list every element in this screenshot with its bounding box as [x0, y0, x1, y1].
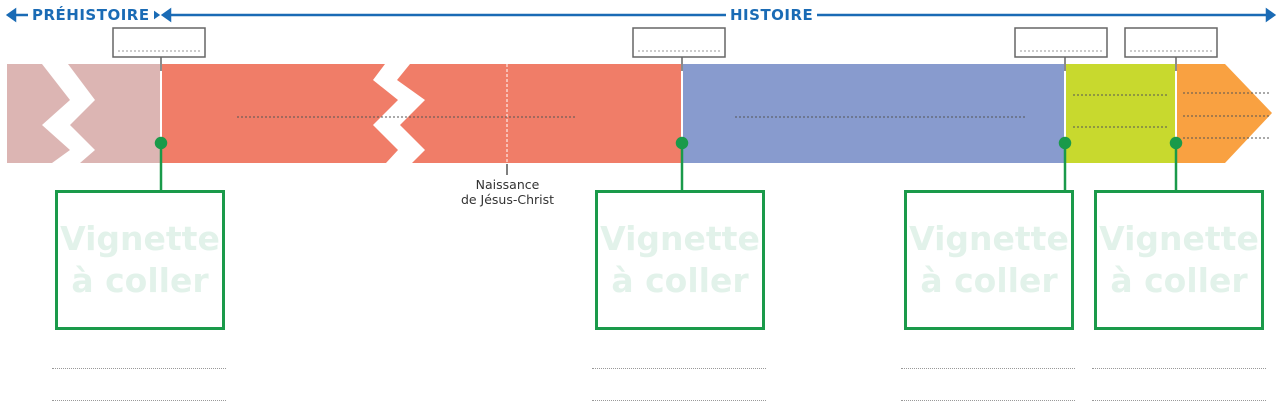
writing-line[interactable]: [901, 368, 1075, 369]
date-boxes: [112, 27, 1218, 58]
era-label-histoire: HISTOIRE: [726, 6, 818, 24]
marker-line2: de Jésus-Christ: [460, 192, 555, 207]
vignette-text: Vignette: [1099, 219, 1259, 258]
period-moyen-age: [682, 64, 1065, 163]
zigzag-gap: [42, 64, 95, 163]
band-writing-lines: [237, 92, 1270, 139]
vignette-box[interactable]: Vignette à coller: [595, 190, 765, 330]
vignette-text: à coller: [920, 261, 1058, 300]
writing-line[interactable]: [52, 400, 226, 401]
period-temps-modernes: [1065, 64, 1176, 163]
marker-line1: Naissance: [475, 177, 540, 192]
vignette-box[interactable]: Vignette à coller: [55, 190, 225, 330]
era-label-prehistoire: PRÉHISTOIRE: [28, 6, 154, 24]
vignette-text: à coller: [71, 261, 209, 300]
writing-line[interactable]: [592, 368, 766, 369]
writing-line[interactable]: [592, 400, 766, 401]
vignette-text: Vignette: [600, 219, 760, 258]
zigzag-gap: [373, 64, 425, 163]
era-arrows: [5, 7, 1277, 23]
vignette-text: à coller: [1110, 261, 1248, 300]
birth-of-christ-label: Naissance de Jésus-Christ: [430, 177, 585, 207]
vignette-box[interactable]: Vignette à coller: [904, 190, 1074, 330]
vignette-text: Vignette: [909, 219, 1069, 258]
writing-line[interactable]: [52, 368, 226, 369]
vignette-text: à coller: [611, 261, 749, 300]
writing-line[interactable]: [1092, 400, 1266, 401]
vignette-box[interactable]: Vignette à coller: [1094, 190, 1264, 330]
period-epoque-contemporaine: [1176, 64, 1272, 163]
writing-line[interactable]: [1092, 368, 1266, 369]
writing-line[interactable]: [901, 400, 1075, 401]
vignette-text: Vignette: [60, 219, 220, 258]
pins: [154, 136, 1183, 190]
